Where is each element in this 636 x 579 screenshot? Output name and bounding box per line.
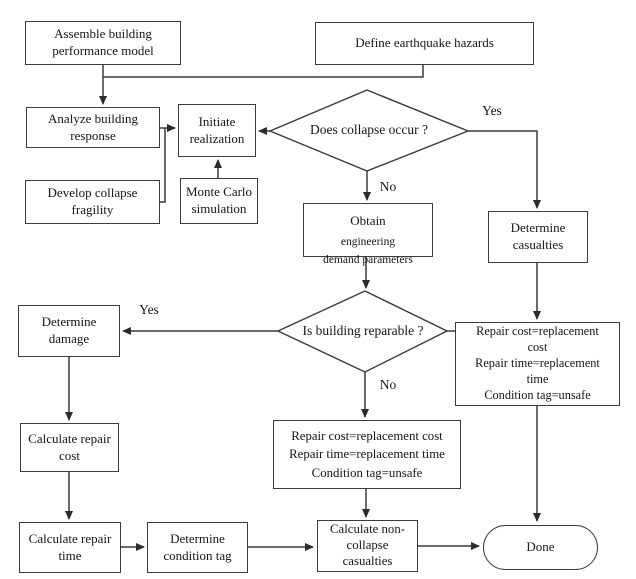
node-determine-casualties: Determine casualties: [488, 211, 588, 263]
node-repair-replacement-right: Repair cost=replacement cost Repair time…: [455, 322, 620, 406]
label-collapse-no: No: [379, 179, 397, 194]
node-analyze-response: Analyze building response: [26, 107, 160, 148]
decision-is-building-reparable: Is building reparable ?: [302, 323, 424, 338]
node-determine-condition-tag: Determine condition tag: [147, 522, 248, 573]
node-determine-damage: Determine damage: [18, 305, 120, 357]
edge-define-to-junction: [103, 65, 424, 78]
edge-develop-junction: [160, 128, 166, 203]
node-assemble-model: Assemble building performance model: [25, 21, 181, 65]
edge-collapse-yes-to-casualties: [468, 130, 541, 209]
node-calc-repair-time: Calculate repair time: [19, 522, 121, 573]
node-obtain-edp: Obtain engineering demand parameters: [303, 203, 433, 266]
node-monte-carlo: Monte Carlo simulation: [180, 178, 258, 224]
node-calc-repair-cost: Calculate repair cost: [20, 423, 119, 472]
label-reparable-yes: Yes: [139, 302, 159, 317]
node-done: Done: [483, 525, 598, 570]
node-obtain-edp-text: Obtain engineering demand parameters: [323, 191, 413, 270]
label-collapse-yes: Yes: [482, 103, 502, 118]
decision-is-building-reparable-shape: [276, 290, 449, 373]
decision-does-collapse-occur: Does collapse occur ?: [309, 122, 429, 137]
engineering-word: engineering: [340, 235, 396, 248]
node-define-hazards: Define earthquake hazards: [315, 22, 534, 65]
obtain-word: Obtain: [350, 212, 386, 228]
decision-does-collapse-occur-shape: [268, 89, 470, 172]
demand-parameters-line: demand parameters: [323, 253, 413, 266]
label-reparable-no: No: [379, 377, 397, 392]
node-noncollapse-casualties: Calculate non- collapse casualties: [317, 520, 418, 572]
node-develop-fragility: Develop collapse fragility: [25, 180, 160, 224]
node-initiate-realization: Initiate realization: [178, 104, 256, 157]
node-repair-replacement-mid: Repair cost=replacement cost Repair time…: [273, 420, 461, 489]
